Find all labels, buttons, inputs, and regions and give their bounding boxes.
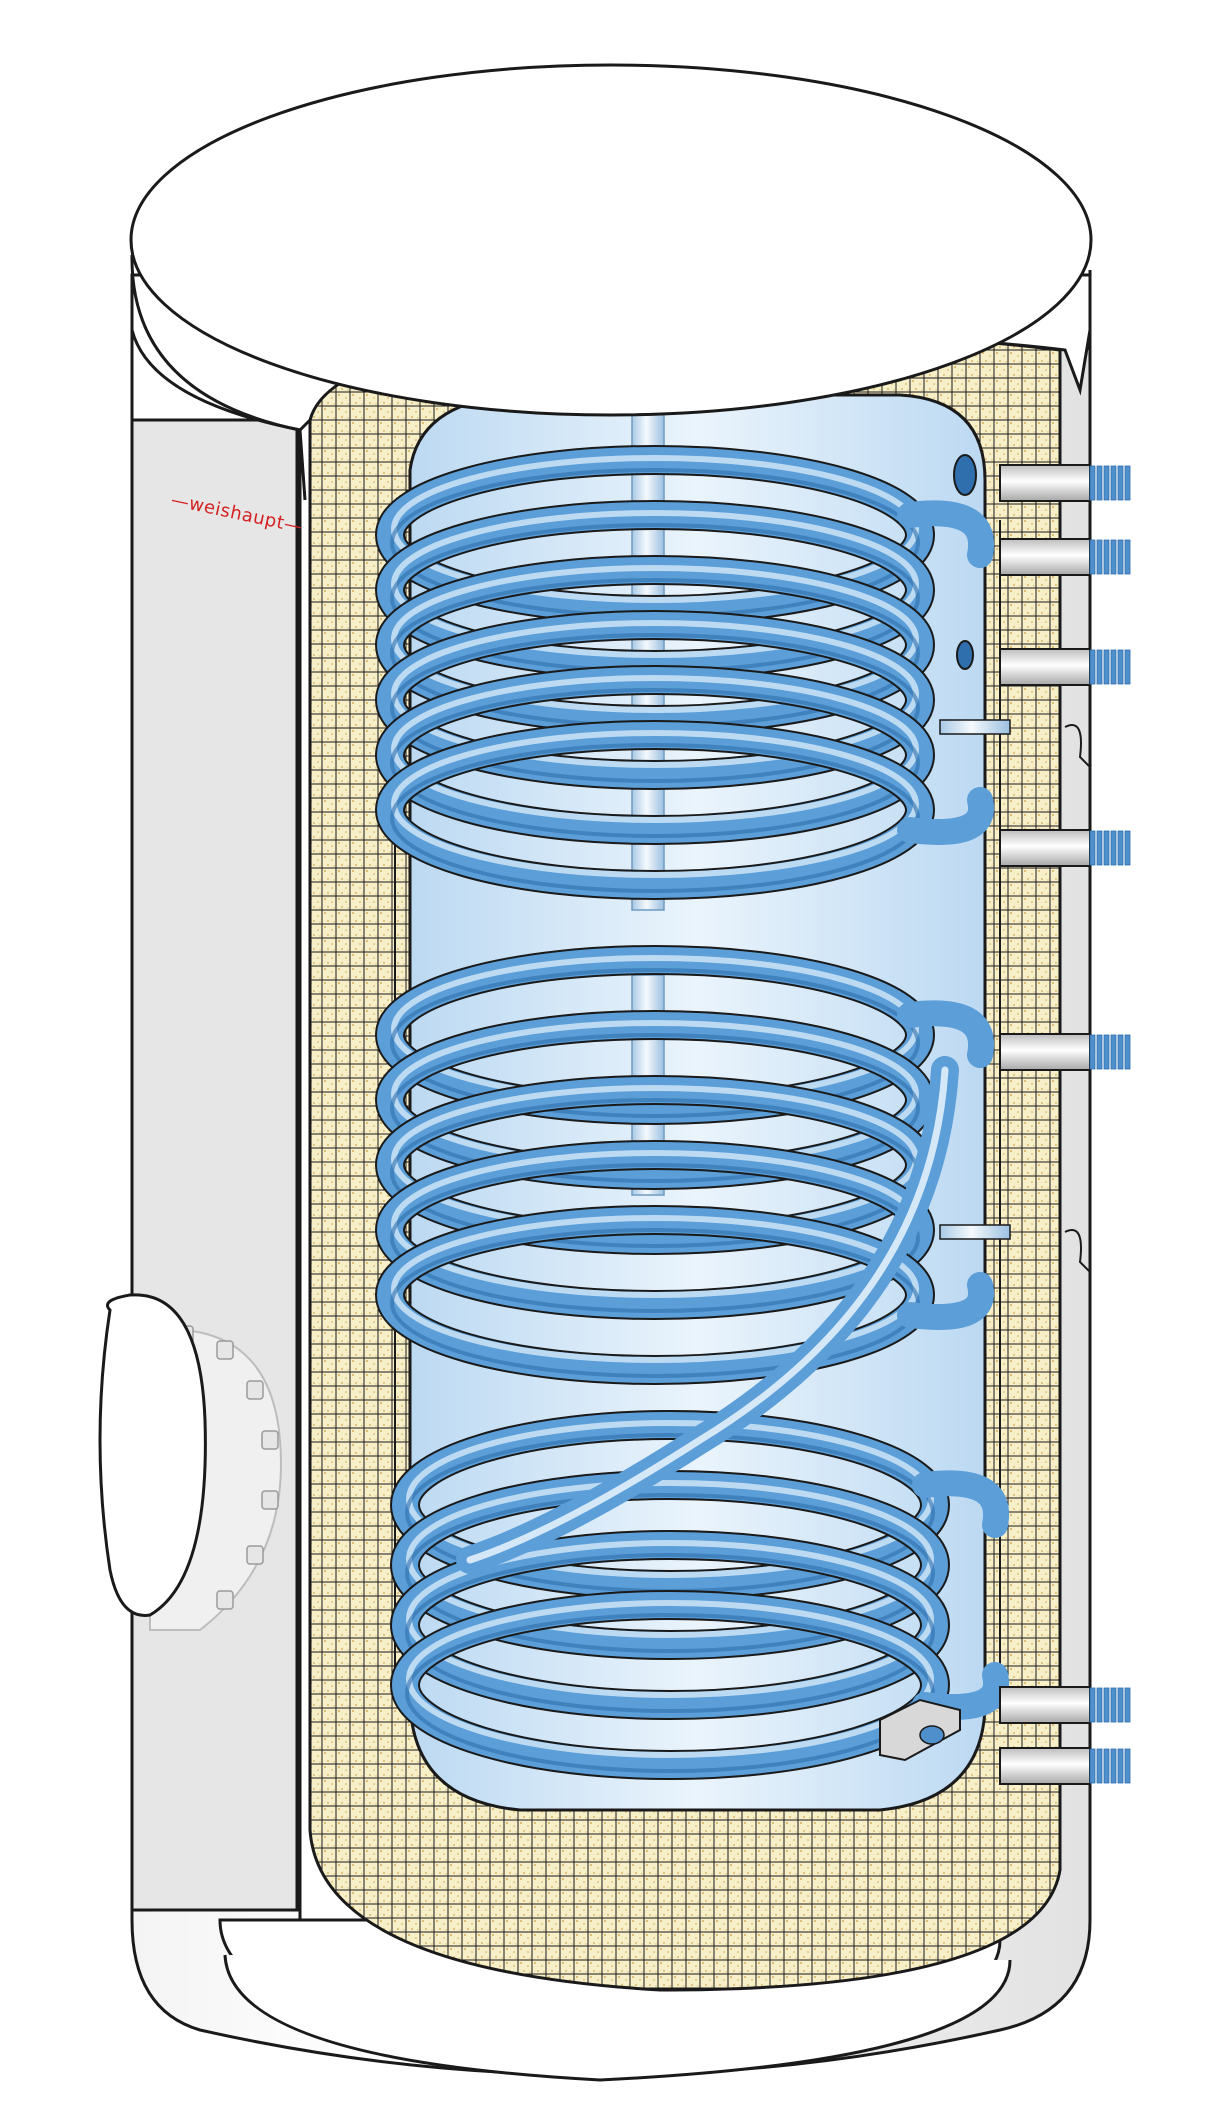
inspection-flange bbox=[98, 1293, 282, 1631]
pipe-connection bbox=[999, 1033, 1131, 1071]
upper-heat-exchanger-coil bbox=[375, 445, 995, 900]
pipe-connection bbox=[999, 1686, 1131, 1724]
bottom-heat-exchanger-coil bbox=[390, 1410, 1010, 1780]
pipe-connection bbox=[999, 1747, 1131, 1785]
top-cover bbox=[129, 63, 1093, 501]
coil-riser-highlight bbox=[466, 1066, 949, 1564]
sensor-cable bbox=[1064, 1229, 1091, 1273]
flange-bolt bbox=[246, 1545, 264, 1565]
flange-bolt bbox=[216, 1340, 234, 1360]
bottom-coil-turn bbox=[390, 1470, 950, 1660]
bottom-coil-turn bbox=[390, 1530, 950, 1720]
lower-coil-turn bbox=[375, 1010, 935, 1190]
lower-coil-turn bbox=[375, 1205, 935, 1385]
sensor-cable bbox=[1064, 724, 1091, 768]
drain-bracket bbox=[879, 1698, 961, 1762]
pipe-connection bbox=[999, 538, 1131, 576]
flange-bolt bbox=[261, 1430, 279, 1450]
tank-port-upper bbox=[953, 454, 977, 496]
pipe-connection bbox=[999, 829, 1131, 867]
pipe-connection bbox=[999, 648, 1131, 686]
upper-coil-turn bbox=[375, 610, 935, 790]
upper-coil-turn bbox=[375, 665, 935, 845]
bottom-coil-turn bbox=[390, 1410, 950, 1600]
upper-coil-turn bbox=[375, 720, 935, 900]
sensor-wells bbox=[939, 719, 1011, 1240]
pipe-connection bbox=[999, 464, 1131, 502]
pipe-connections bbox=[999, 464, 1131, 1785]
lower-heat-exchanger-coil bbox=[375, 945, 995, 1385]
flange-bolt bbox=[246, 1380, 264, 1400]
lower-coil-turn bbox=[375, 945, 935, 1125]
flange-bolt bbox=[216, 1590, 234, 1610]
flange-bolt bbox=[261, 1490, 279, 1510]
bottom-coil-turn bbox=[390, 1590, 950, 1780]
tank-port-middle bbox=[956, 640, 974, 670]
